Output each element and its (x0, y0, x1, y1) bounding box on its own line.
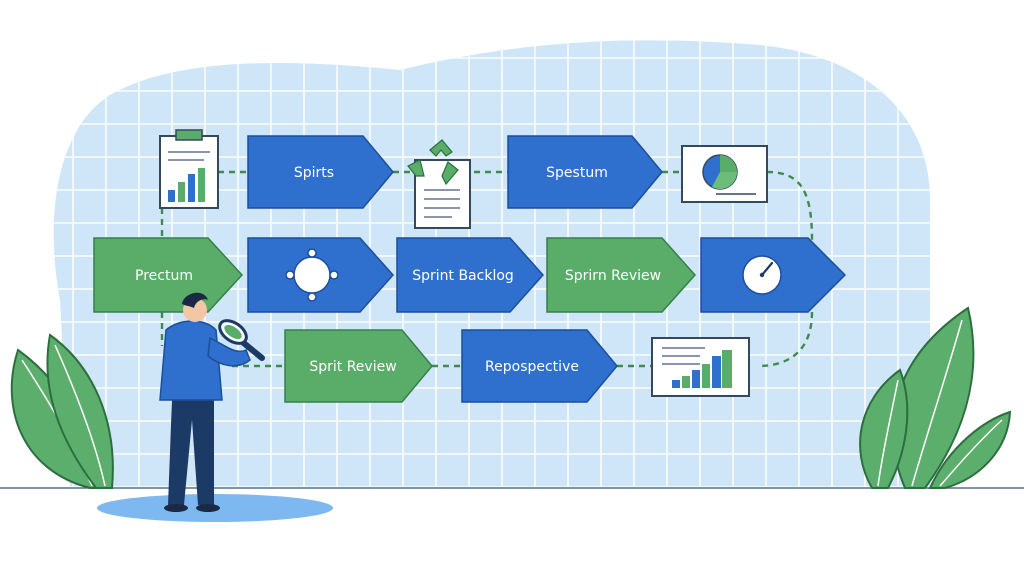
step-sprint-backlog-label: Sprint Backlog (412, 268, 514, 284)
connectors (160, 170, 814, 368)
person-figure (159, 292, 265, 512)
step-retrospective-label: Repospective (485, 359, 579, 375)
clipboard-chart-icon (159, 129, 219, 209)
step-sprint-backlog[interactable]: Sprint Backlog (396, 237, 545, 313)
left-plant (10, 333, 114, 489)
step-prectum-label: Prectum (135, 268, 193, 284)
step-gauge[interactable] (700, 237, 847, 313)
step-spestum[interactable]: Spestum (507, 135, 663, 209)
step-sprints-label: Spirts (294, 165, 334, 181)
step-sprint-review-bottom[interactable]: Sprit Review (284, 329, 433, 403)
step-sprints[interactable]: Spirts (247, 135, 394, 209)
pie-chart-icon (681, 145, 768, 203)
gauge-icon (742, 255, 782, 295)
right-plant (859, 306, 1012, 489)
recycle-document-icon (407, 139, 471, 229)
step-prectum[interactable]: Prectum (93, 237, 244, 313)
step-planning[interactable] (247, 237, 395, 313)
step-retrospective[interactable]: Repospective (461, 329, 618, 403)
step-spestum-label: Spestum (546, 165, 608, 181)
step-sprint-review-top-label: Sprirn Review (565, 268, 661, 284)
step-sprint-review-top[interactable]: Sprirn Review (546, 237, 697, 313)
step-sprint-review-bottom-label: Sprit Review (309, 359, 396, 375)
target-icon (285, 248, 339, 302)
bar-chart-icon (651, 337, 750, 397)
magnifier-icon (218, 319, 265, 361)
